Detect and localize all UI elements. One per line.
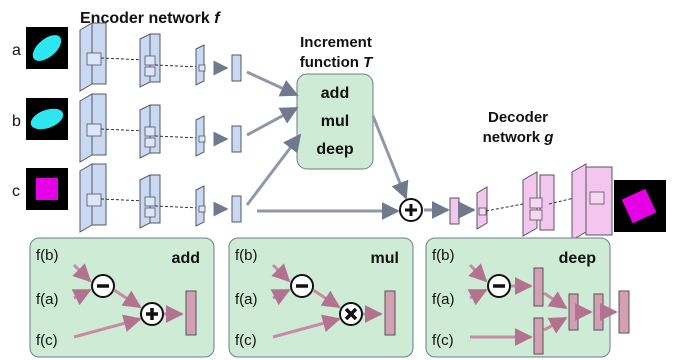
operation-panels: add f(b) f(a) f(c) mul f(b) f(a) f(c) deep f(b) f(…: [29, 237, 630, 358]
encoder-row-c: c: [12, 163, 242, 233]
decoder-title-line2: network g: [483, 129, 554, 146]
panel-deep: deep f(b) f(a) f(c): [425, 237, 630, 358]
decoder-network: [424, 163, 666, 241]
panel-add-input-1: f(a): [36, 291, 59, 308]
encoder-vector-c: [231, 195, 242, 223]
deep-vector-c: [533, 317, 544, 355]
panel-mul-input-0: f(b): [235, 247, 258, 264]
panel-mul-title: mul: [371, 250, 399, 267]
input-shape-a: [32, 35, 62, 61]
panel-add-input-2: f(c): [36, 332, 58, 349]
output-shape: [621, 188, 657, 224]
panel-add: add f(b) f(a) f(c): [29, 237, 215, 358]
deep-vector-diff: [533, 267, 544, 307]
panel-deep-input-0: f(b): [432, 247, 455, 264]
panel-add-output-vector: [185, 290, 197, 336]
encoder-title: Encoder network f: [80, 10, 221, 27]
panel-add-input-0: f(b): [36, 247, 59, 264]
deep-vector-output: [618, 290, 630, 334]
panel-deep-title: deep: [559, 250, 597, 267]
panel-mul-input-1: f(a): [235, 291, 258, 308]
input-label-a: a: [12, 42, 21, 59]
deep-vector-hidden-2: [593, 293, 604, 331]
increment-op-deep: deep: [316, 141, 354, 158]
input-label-b: b: [12, 113, 21, 130]
deep-vector-hidden-1: [568, 293, 579, 331]
panel-deep-input-1: f(a): [432, 291, 455, 308]
encoder-vector-b: [231, 125, 242, 153]
input-shape-c: [36, 178, 58, 200]
input-label-c: c: [12, 183, 20, 200]
panel-mul-input-2: f(c): [235, 332, 257, 349]
decoder-title-line1: Decoder: [488, 109, 548, 126]
panel-mul-output-vector: [384, 290, 396, 336]
arrow-b-to-increment: [246, 106, 299, 137]
encoder-row-a: a: [12, 22, 242, 92]
input-shape-b: [30, 108, 64, 130]
arrow-increment-to-plus: [371, 115, 409, 200]
arrow-c-to-increment: [245, 133, 302, 206]
increment-op-mul: mul: [321, 113, 349, 130]
decoder-layer-3: [571, 163, 587, 241]
panel-deep-input-2: f(c): [432, 332, 454, 349]
arrow-a-to-increment: [246, 70, 299, 97]
increment-title-line2: function T: [300, 54, 374, 71]
encoder-vector-a: [231, 54, 242, 82]
increment-title-line1: Increment: [300, 34, 372, 51]
decoder-vector: [449, 197, 460, 225]
increment-op-add: add: [321, 85, 349, 102]
encoder-row-b: b: [12, 93, 242, 163]
panel-mul: mul f(b) f(a) f(c): [228, 237, 414, 358]
plus-icon-glyph: [405, 204, 417, 216]
panel-add-title: add: [172, 250, 200, 267]
encoder-rows: a b c: [12, 22, 242, 233]
